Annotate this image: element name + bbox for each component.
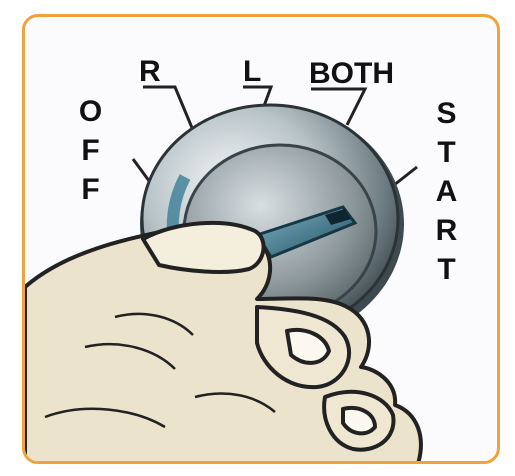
both-label: BOTH [309,59,394,89]
diagram-frame: OFF R L BOTH START [22,14,500,464]
off-label: OFF [75,95,105,212]
ignition-illustration [25,17,500,464]
r-label: R [139,57,161,87]
start-label: START [431,97,461,292]
r-leader-line [143,87,195,135]
l-label: L [243,57,261,87]
